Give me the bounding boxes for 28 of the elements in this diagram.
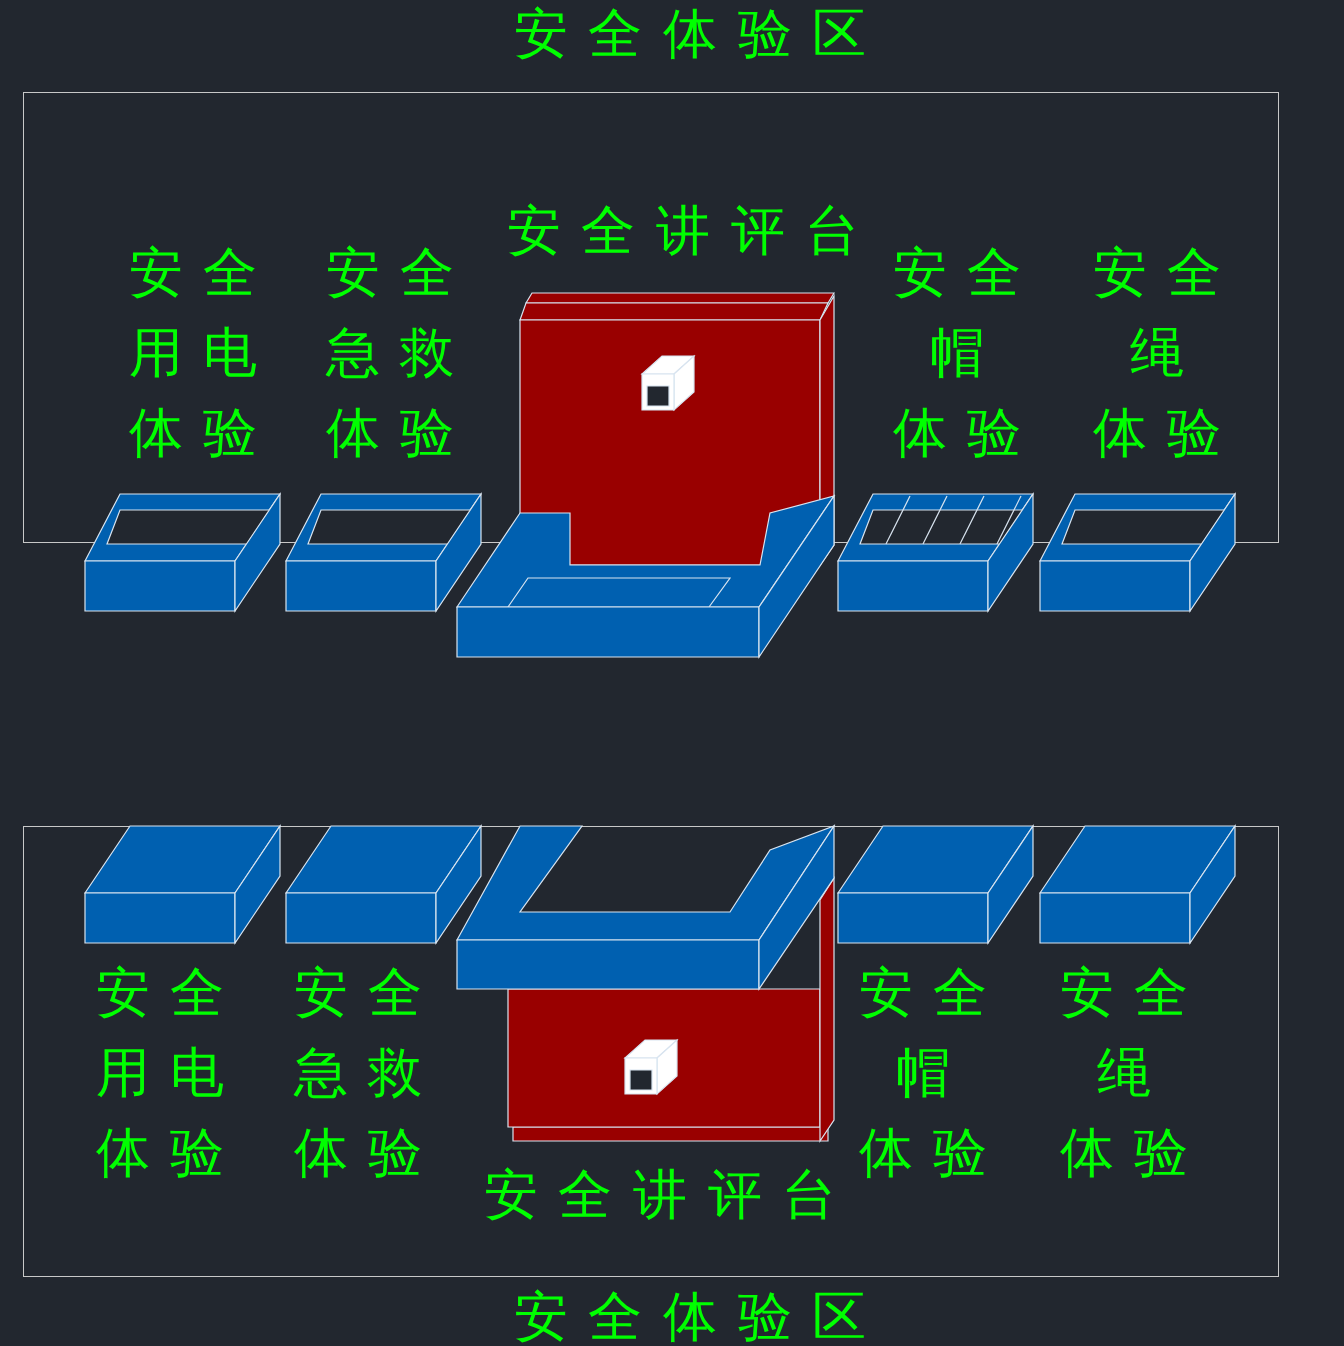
- station-label: 用电: [127, 322, 278, 384]
- station-label: 体验: [324, 402, 475, 464]
- station-label: 体验: [891, 402, 1042, 464]
- station-label: 帽: [895, 1042, 971, 1104]
- station-label: 体验: [1091, 402, 1242, 464]
- station-label: 用电: [94, 1042, 245, 1104]
- station-label: 安全: [1058, 962, 1209, 1024]
- station-label: 绳: [1096, 1042, 1172, 1104]
- station-label: 安全: [292, 962, 443, 1024]
- station-label: 体验: [1058, 1122, 1209, 1184]
- station-label: 安全: [127, 242, 278, 304]
- station-label: 安全讲评台: [482, 1164, 857, 1226]
- zone-title: 安全体验区: [512, 3, 887, 65]
- station-label: 绳: [1129, 322, 1205, 384]
- station-label: 体验: [127, 402, 278, 464]
- station-label: 急救: [292, 1042, 443, 1104]
- station-label: 安全: [891, 242, 1042, 304]
- zone-title: 安全体验区: [512, 1286, 887, 1346]
- station-label: 急救: [324, 322, 475, 384]
- station-label: 安全: [94, 962, 245, 1024]
- station-label: 体验: [857, 1122, 1008, 1184]
- station-label: 体验: [94, 1122, 245, 1184]
- station-label: 帽: [929, 322, 1005, 384]
- station-label: 安全: [857, 962, 1008, 1024]
- station-label: 安全: [1091, 242, 1242, 304]
- station-label: 体验: [292, 1122, 443, 1184]
- station-label: 安全讲评台: [505, 200, 880, 262]
- station-label: 安全: [324, 242, 475, 304]
